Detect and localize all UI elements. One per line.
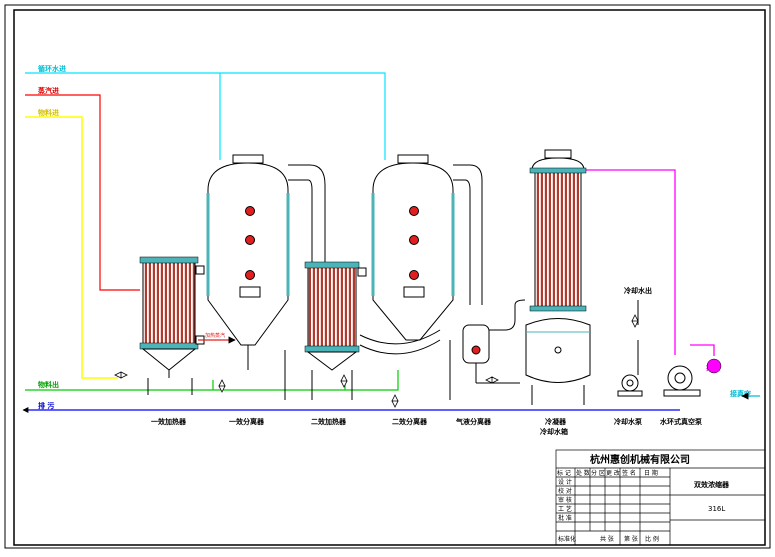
steam-in-label: 蒸汽进 [38, 86, 59, 95]
material-out-label: 物料出 [38, 380, 59, 389]
tb-bottom-0: 标准化 [558, 535, 576, 543]
steam-inlet-tag: 加热蒸汽 [205, 332, 225, 339]
equip-label-0: 一效加热器 [151, 417, 187, 426]
tb-bottom-3: 比 例 [645, 535, 659, 543]
material-value: 316L [708, 505, 725, 513]
tb-role-0: 设 计 [558, 478, 572, 486]
to-vacuum-label: 接真空 [730, 389, 751, 398]
company-name: 杭州惠创机械有限公司 [590, 453, 690, 466]
condenser [525, 149, 591, 405]
inner-frame [13, 9, 766, 546]
vacuum-line [585, 169, 715, 356]
drawing-name: 双效浓缩器 [694, 480, 730, 489]
drain-label: 排 污 [38, 401, 54, 410]
equip-label-7: 冷却水泵 [614, 417, 642, 426]
equip-label-2: 二效加热器 [311, 417, 347, 426]
gas-liquid-separator [462, 299, 526, 384]
valves [114, 314, 639, 408]
support-legs [147, 340, 451, 400]
equip-label-3: 二效分离器 [392, 417, 428, 426]
feed-line [25, 116, 118, 379]
cooling-water-pump [617, 300, 643, 397]
cooling-water-in-label: 循环水进 [38, 64, 66, 73]
tb-role-4: 批 准 [558, 514, 572, 522]
equip-label-4: 气液分离器 [455, 417, 492, 426]
tb-role-3: 工 艺 [558, 505, 572, 513]
tb-header-1: 处 数 [576, 469, 590, 477]
equip-label-8: 水环式真空泵 [660, 417, 702, 426]
tb-header-3: 更 改 [606, 469, 620, 477]
second-effect-separator [359, 154, 483, 355]
tb-header-4: 签 名 [622, 469, 636, 477]
equip-label-6: 冷却水箱 [540, 427, 568, 436]
second-effect-heater [304, 261, 367, 371]
tb-role-1: 校 对 [558, 487, 572, 495]
first-effect-separator: 加热蒸汽 [198, 154, 326, 370]
cooling-water-line [25, 72, 386, 160]
equip-label-5: 冷凝器 [545, 417, 567, 426]
tb-header-0: 标 记 [557, 469, 571, 477]
drawing-frame [4, 4, 771, 549]
tb-header-2: 分 区 [591, 469, 605, 477]
tb-bottom-1: 共 张 [600, 535, 614, 543]
vacuum-pump [663, 358, 722, 397]
tb-bottom-2: 第 张 [624, 535, 638, 543]
first-effect-heater [139, 256, 205, 378]
feed-in-label: 物料进 [38, 108, 59, 117]
tb-header-5: 日 期 [644, 469, 658, 477]
title-block [555, 449, 766, 546]
cooling-water-out-label: 冷却水出 [624, 286, 652, 295]
tb-role-2: 审 核 [558, 496, 572, 504]
steam-line [25, 94, 140, 291]
equip-label-1: 一效分离器 [229, 417, 265, 426]
